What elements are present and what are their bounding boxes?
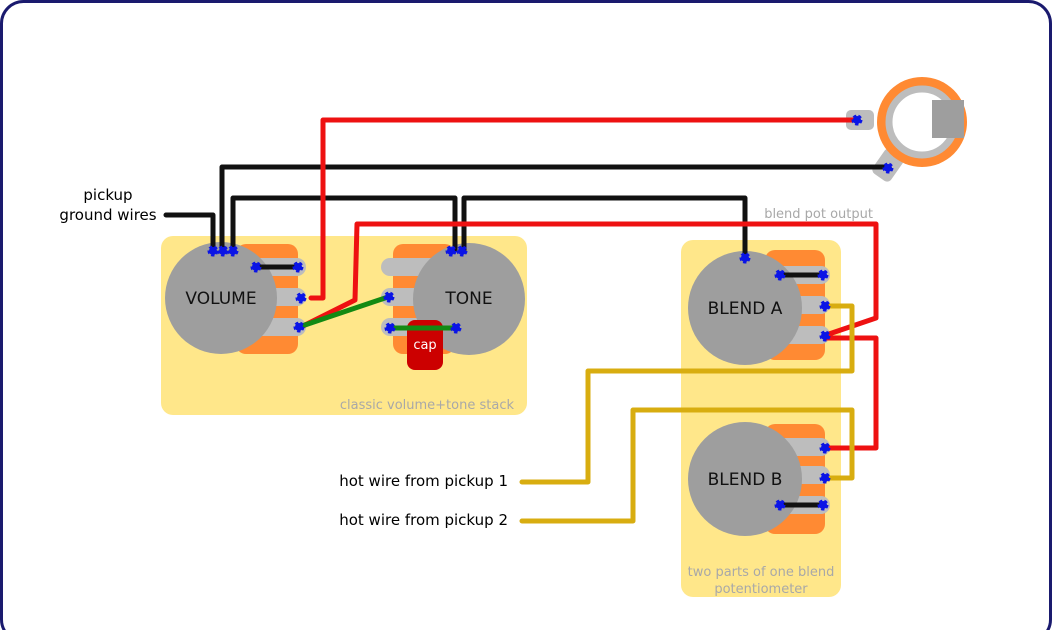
output-jack-icon bbox=[846, 77, 967, 182]
yellow-wires bbox=[519, 303, 855, 524]
tone-label: TONE bbox=[444, 289, 492, 309]
blend-note-2: potentiometer bbox=[714, 582, 808, 597]
green-wires bbox=[296, 294, 459, 331]
volume-pot bbox=[165, 242, 306, 354]
blend-note-1: two parts of one blend bbox=[688, 565, 835, 580]
cap-label: cap bbox=[413, 338, 436, 353]
capacitor bbox=[407, 320, 443, 370]
solder-joints bbox=[207, 114, 894, 511]
blend-output-note: blend pot output bbox=[764, 207, 873, 222]
pickup-ground-label-2: ground wires bbox=[59, 206, 156, 224]
pickup-ground-label-1: pickup bbox=[83, 186, 132, 204]
hot-pickup-2-label: hot wire from pickup 2 bbox=[339, 511, 508, 529]
blend-a-label: BLEND A bbox=[708, 299, 783, 319]
blend-b-label: BLEND B bbox=[708, 470, 783, 490]
hot-pickup-1-label: hot wire from pickup 1 bbox=[339, 472, 508, 490]
stack-note: classic volume+tone stack bbox=[340, 398, 515, 413]
volume-label: VOLUME bbox=[185, 289, 256, 309]
